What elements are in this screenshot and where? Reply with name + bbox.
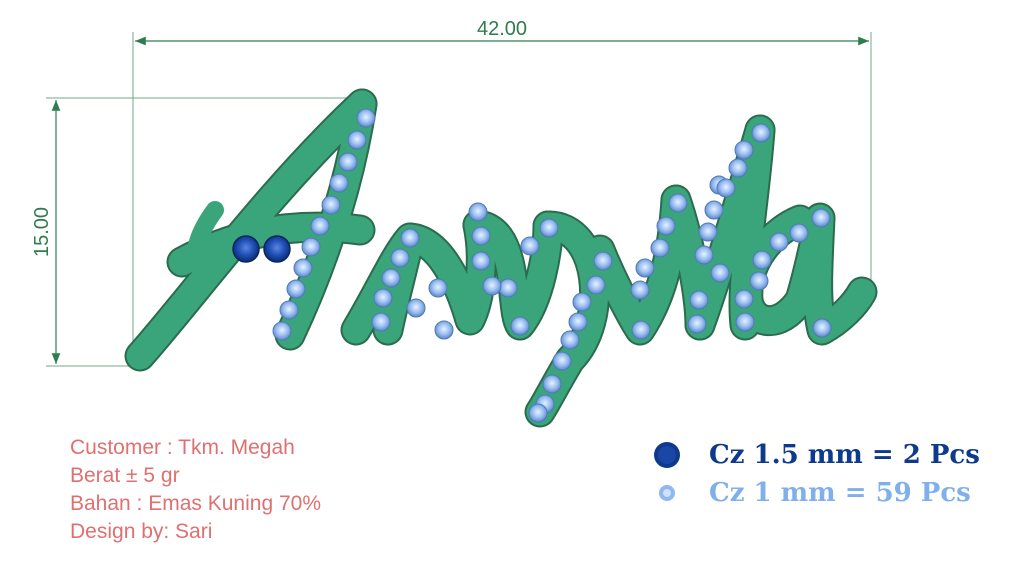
- legend-small-label: Cz 1 mm = 59 Pcs: [709, 478, 971, 508]
- small-stone: [428, 278, 448, 298]
- small-stone: [734, 289, 754, 309]
- small-stone: [751, 123, 771, 143]
- height-dimension: 15.00: [31, 100, 61, 364]
- large-stone-icon: [653, 441, 681, 469]
- small-stone: [560, 330, 580, 350]
- small-stone: [468, 202, 488, 222]
- small-stone: [734, 140, 754, 160]
- small-stone: [710, 263, 730, 283]
- small-stone: [635, 258, 655, 278]
- small-stone: [321, 195, 341, 215]
- small-stone: [498, 278, 518, 298]
- small-stone: [694, 245, 714, 265]
- small-stone: [572, 292, 592, 312]
- small-stone: [593, 251, 613, 271]
- small-stone: [310, 216, 330, 236]
- design-info: Customer : Tkm. Megah Berat ± 5 gr Bahan…: [70, 434, 321, 546]
- weight-line: Berat ± 5 gr: [70, 464, 180, 487]
- small-stone: [482, 276, 502, 296]
- a-flourish: [187, 201, 224, 274]
- small-stone: [698, 222, 718, 242]
- small-stone: [789, 223, 809, 243]
- small-stone: [381, 268, 401, 288]
- small-stone: [812, 318, 832, 338]
- small-stone: [728, 158, 748, 178]
- small-stone: [510, 316, 530, 336]
- small-stone: [749, 271, 769, 291]
- material-line: Bahan : Emas Kuning 70%: [70, 492, 321, 515]
- small-stone: [568, 312, 588, 332]
- small-stone: [356, 108, 376, 128]
- designer-line: Design by: Sari: [70, 520, 213, 543]
- large-stone: [232, 235, 260, 263]
- small-stone: [752, 250, 772, 270]
- small-stone: [471, 226, 491, 246]
- stone-settings: [232, 108, 832, 423]
- stone-legend: Cz 1.5 mm = 2 Pcs Cz 1 mm = 59 Pcs: [653, 436, 980, 512]
- small-stone: [552, 351, 572, 371]
- small-stone: [434, 320, 454, 340]
- small-stone-icon: [653, 479, 681, 507]
- small-stone: [293, 258, 313, 278]
- small-stone: [586, 275, 606, 295]
- width-label: 42.00: [477, 18, 527, 40]
- height-label: 15.00: [31, 207, 53, 257]
- large-stone: [263, 235, 291, 263]
- legend-small-stone: Cz 1 mm = 59 Pcs: [653, 474, 980, 512]
- small-stone: [338, 152, 358, 172]
- small-stone: [704, 200, 724, 220]
- small-stone: [471, 251, 491, 271]
- small-stone: [400, 228, 420, 248]
- small-stone: [687, 314, 707, 334]
- small-stone: [650, 238, 670, 258]
- small-stone: [631, 320, 651, 340]
- small-stone: [630, 280, 650, 300]
- small-stone: [329, 173, 349, 193]
- small-stone: [735, 312, 755, 332]
- small-stone: [301, 237, 321, 257]
- small-stone: [406, 298, 426, 318]
- small-stone: [528, 403, 548, 423]
- small-stone: [668, 193, 688, 213]
- small-stone: [347, 130, 367, 150]
- small-stone: [520, 236, 540, 256]
- small-stone: [390, 248, 410, 268]
- small-stone: [811, 208, 831, 228]
- legend-large-stone: Cz 1.5 mm = 2 Pcs: [653, 436, 980, 474]
- small-stone: [371, 312, 391, 332]
- extension-lines: [46, 32, 872, 367]
- small-stone: [716, 178, 736, 198]
- legend-large-label: Cz 1.5 mm = 2 Pcs: [709, 440, 980, 470]
- small-stone: [272, 321, 292, 341]
- small-stone: [286, 279, 306, 299]
- small-stone: [279, 300, 299, 320]
- small-stone: [373, 288, 393, 308]
- small-stone: [769, 232, 789, 252]
- small-stone: [656, 216, 676, 236]
- width-dimension: 42.00: [135, 18, 869, 46]
- small-stone: [689, 290, 709, 310]
- small-stone: [542, 374, 562, 394]
- small-stone: [539, 218, 559, 238]
- customer-line: Customer : Tkm. Megah: [70, 436, 295, 459]
